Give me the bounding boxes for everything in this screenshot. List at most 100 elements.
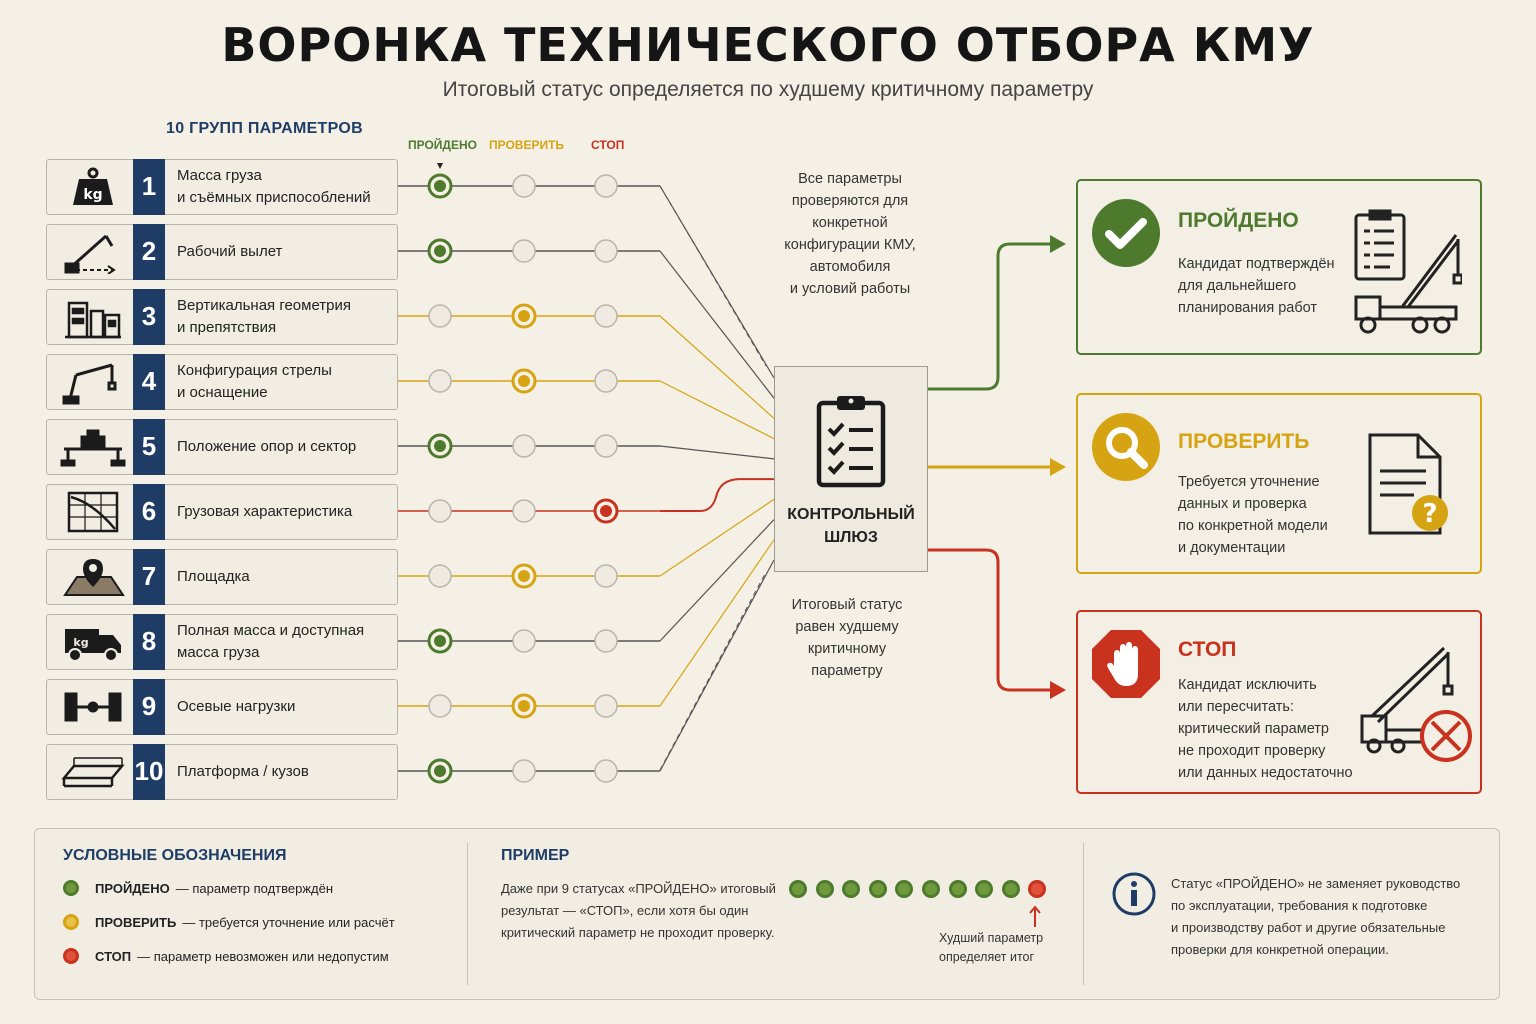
example-dot	[815, 880, 834, 898]
legend-text-check: — требуется уточнение или расчёт	[182, 914, 395, 930]
arrow-up-icon	[1027, 905, 1043, 929]
outcome-stop-desc: Кандидат исключить или пересчитать: крит…	[1178, 677, 1353, 781]
example-dot	[1028, 880, 1047, 898]
note-all-parameters: Все параметры проверяются для конкретной…	[784, 171, 916, 297]
svg-text:?: ?	[1422, 499, 1437, 529]
outcome-pass: ПРОЙДЕНО Кандидат подтверждён для дальне…	[1076, 179, 1482, 355]
red-dot-icon	[63, 948, 79, 964]
site-pin-icon	[53, 553, 133, 601]
example-text: Даже при 9 статусах «ПРОЙДЕНО» итоговый …	[501, 881, 776, 940]
parameter-number: 6	[133, 483, 165, 540]
yellow-dot-icon	[63, 914, 79, 930]
status-dot-empty	[512, 629, 536, 653]
kg-weight-icon: kg	[53, 163, 133, 211]
legend-text-pass: — параметр подтверждён	[175, 880, 334, 896]
parameter-label: Конфигурация стрелы и оснащение	[177, 362, 332, 401]
status-dot-fill	[518, 700, 530, 712]
example-dot	[789, 880, 807, 898]
parameter-number: 4	[133, 353, 165, 410]
svg-text:kg: kg	[83, 187, 102, 203]
info-text: Статус «ПРОЙДЕНО» не заменяет руководств…	[1171, 876, 1461, 957]
status-dot-empty	[512, 434, 536, 458]
parameter-label: Осевые нагрузки	[177, 698, 296, 715]
status-dot-empty	[594, 434, 618, 458]
status-dot-empty	[594, 174, 618, 198]
parameter-row: 9 Осевые нагрузки	[46, 678, 398, 735]
legend-item-pass: ПРОЙДЕНО — параметр подтверждён	[63, 880, 333, 896]
parameter-label: Положение опор и сектор	[177, 438, 357, 455]
converge-line	[660, 478, 774, 512]
outriggers-icon	[53, 423, 133, 471]
outcome-check-desc: Требуется уточнение данных и проверка по…	[1178, 474, 1328, 556]
parameter-label: Площадка	[177, 568, 250, 585]
column-header-pass: ПРОЙДЕНО	[408, 138, 477, 152]
status-dot-empty	[512, 239, 536, 263]
status-dot-empty	[512, 759, 536, 783]
example-dot	[868, 880, 887, 898]
status-dot-fill	[518, 570, 530, 582]
parameter-label: Полная масса и доступная масса груза	[177, 622, 365, 661]
crane-truck-icon	[1350, 209, 1464, 339]
example-dot	[842, 880, 861, 898]
legend-title: УСЛОВНЫЕ ОБОЗНАЧЕНИЯ	[63, 847, 287, 864]
status-dot-empty	[428, 694, 452, 718]
arrow-head-stop	[1050, 681, 1066, 699]
status-dot-empty	[428, 369, 452, 393]
example-caption: Худший параметр определяет итог	[939, 931, 1044, 964]
example-dot	[975, 880, 994, 898]
status-dot-fill	[434, 245, 446, 257]
svg-text:kg: kg	[73, 636, 88, 649]
status-dot-fill	[434, 635, 446, 647]
converge-line	[659, 539, 775, 707]
example-dot	[1001, 880, 1020, 898]
converge-line	[659, 498, 775, 577]
parameter-number: 8	[133, 613, 165, 670]
clipboard-icon	[813, 393, 889, 489]
parameter-label: Рабочий вылет	[177, 243, 283, 260]
status-dot-empty	[594, 759, 618, 783]
status-dot-empty	[428, 304, 452, 328]
status-dot-fill	[600, 505, 612, 517]
crane-reach-icon	[53, 228, 133, 276]
parameter-row: 2 Рабочий вылет	[46, 223, 398, 280]
parameter-row: 6 Грузовая характеристика	[46, 483, 398, 540]
status-dot-fill	[434, 180, 446, 192]
example-dot	[922, 880, 940, 898]
document-question-icon: ?	[1364, 431, 1450, 539]
status-dot-empty	[594, 239, 618, 263]
check-circle-icon	[1090, 197, 1162, 269]
converge-line	[659, 559, 775, 772]
outcome-pass-title: ПРОЙДЕНО	[1178, 209, 1299, 232]
magnifier-icon	[1090, 411, 1162, 483]
example-dot	[948, 880, 967, 898]
legend-key-stop: СТОП	[95, 948, 132, 964]
status-dot-empty	[428, 499, 452, 523]
outcome-stop-title: СТОП	[1178, 638, 1237, 661]
parameter-label: Вертикальная геометрия и препятствия	[177, 297, 352, 336]
truck-icon: kg	[53, 618, 133, 666]
status-dot-empty	[594, 564, 618, 588]
crane-excluded-icon	[1358, 642, 1478, 766]
parameter-label: Грузовая характеристика	[177, 503, 353, 520]
outcome-pass-desc: Кандидат подтверждён для дальнейшего пла…	[1178, 256, 1335, 316]
example-title: ПРИМЕР	[501, 847, 570, 864]
parameter-number: 9	[133, 678, 165, 735]
parameter-row: kg 8 Полная масса и доступная масса груза	[46, 613, 398, 670]
outcome-stop: СТОП Кандидат исключить или пересчитать:…	[1076, 610, 1482, 794]
column-header-stop: СТОП	[591, 138, 625, 152]
buildings-icon	[53, 293, 133, 341]
status-dot-empty	[512, 499, 536, 523]
info-icon	[1111, 871, 1157, 917]
status-dot-fill	[434, 765, 446, 777]
legend-panel: УСЛОВНЫЕ ОБОЗНАЧЕНИЯ ПРОЙДЕНО — параметр…	[34, 828, 1500, 1000]
parameter-number: 1	[133, 158, 165, 215]
arrow-head-check	[1050, 458, 1066, 476]
status-dot-empty	[594, 694, 618, 718]
page-subtitle: Итоговый статус определяется по худшему …	[442, 78, 1094, 101]
parameter-number: 2	[133, 223, 165, 280]
